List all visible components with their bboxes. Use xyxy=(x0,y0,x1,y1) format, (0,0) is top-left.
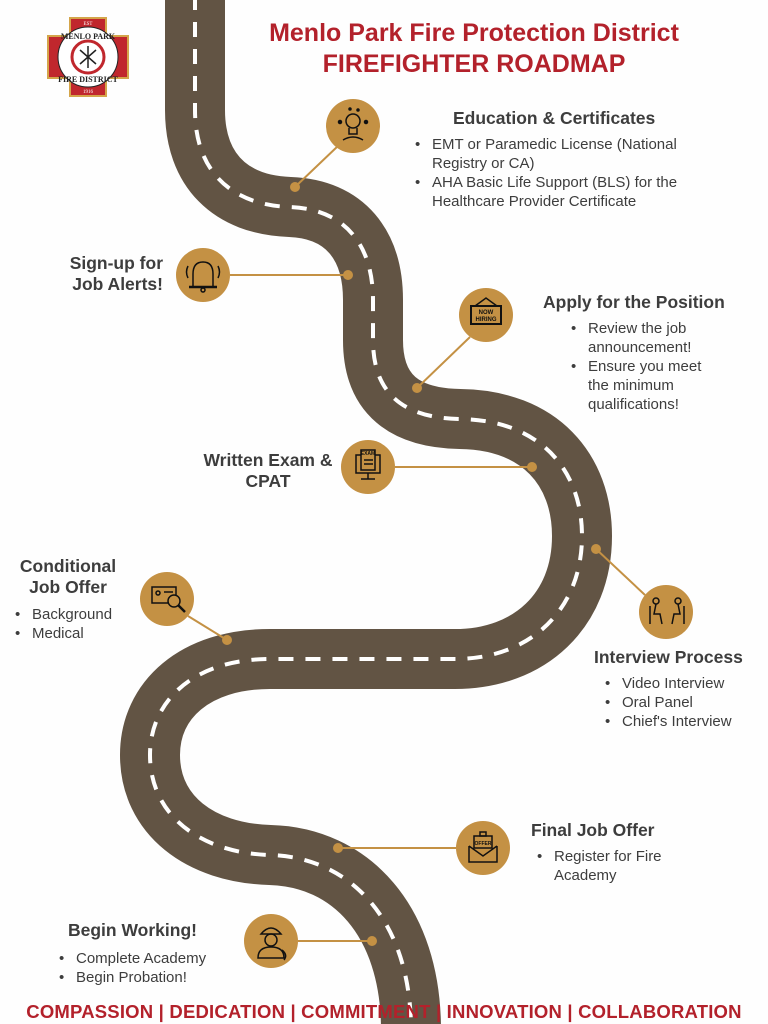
step-title: Education & Certificates xyxy=(453,108,656,128)
step-circle xyxy=(140,572,194,626)
connector-education xyxy=(294,144,340,188)
bullet: Complete Academy xyxy=(56,949,236,968)
step-title: Final Job Offer xyxy=(531,820,655,840)
bullet: Begin Probation! xyxy=(56,968,236,987)
step-title: Begin Working! xyxy=(68,920,197,940)
title-line-1: Menlo Park Fire Protection District xyxy=(269,19,679,47)
bullet: Oral Panel xyxy=(602,693,764,712)
step-conditional: Conditional Job Offer BackgroundMedical xyxy=(12,556,142,643)
connector-interview xyxy=(595,548,646,596)
core-values-footer: COMPASSION | DEDICATION | COMMITMENT | I… xyxy=(26,1001,742,1022)
step-circle xyxy=(326,99,380,153)
step-alerts-title: Sign-up for Job Alerts! xyxy=(69,253,163,294)
step-final-offer: Final Job Offer Register for Fire Academ… xyxy=(531,820,691,885)
exam-computer-icon xyxy=(355,449,381,480)
bullet: Chief's Interview xyxy=(602,712,764,731)
step-interview: Interview Process Video InterviewOral Pa… xyxy=(594,647,764,731)
bullet: AHA Basic Life Support (BLS) for the Hea… xyxy=(412,173,712,211)
bullet: Video Interview xyxy=(602,674,764,693)
title-line-2: FIREFIGHTER ROADMAP xyxy=(322,50,626,78)
bell-icon xyxy=(185,261,221,293)
page-title: Menlo Park Fire Protection District FIRE… xyxy=(254,18,694,80)
lightbulb-icon xyxy=(337,107,369,141)
step-circle xyxy=(639,585,693,639)
district-logo: MENLO PARK FIRE DISTRICT EST 1916 xyxy=(40,10,136,104)
step-circle xyxy=(176,248,230,302)
exam-text: EXAM xyxy=(361,451,375,457)
bullet: Background xyxy=(12,605,142,624)
offer-text: OFFER xyxy=(475,841,492,847)
connector-conditional xyxy=(187,615,228,641)
step-circle xyxy=(459,288,513,342)
svg-text:FIRE DISTRICT: FIRE DISTRICT xyxy=(58,75,118,84)
firefighter-icon xyxy=(257,927,287,961)
bullet: Register for Fire Academy xyxy=(534,847,664,885)
step-title: Apply for the Position xyxy=(543,292,725,312)
step-title: Interview Process xyxy=(594,647,743,667)
now-hiring-text: NOW xyxy=(479,310,494,316)
svg-text:1916: 1916 xyxy=(83,90,94,95)
step-title: Conditional Job Offer xyxy=(19,556,117,597)
now-hiring-sign-icon xyxy=(470,297,502,325)
step-apply: Apply for the Position Review the job an… xyxy=(543,292,725,414)
svg-text:MENLO PARK: MENLO PARK xyxy=(61,32,116,41)
connector-apply xyxy=(416,336,471,389)
interview-icon xyxy=(649,597,685,625)
bullet: EMT or Paramedic License (National Regis… xyxy=(412,135,712,173)
bullet: Review the job announcement! xyxy=(568,319,718,357)
step-education: Education & Certificates EMT or Paramedi… xyxy=(412,108,712,211)
step-exam-title: Written Exam & CPAT xyxy=(203,450,333,491)
svg-text:EST: EST xyxy=(84,22,93,27)
step-circle xyxy=(244,914,298,968)
bullet: Ensure you meet the minimum qualificatio… xyxy=(568,357,718,414)
background-check-icon xyxy=(151,586,186,613)
now-hiring-text: HIRING xyxy=(476,317,497,323)
bullet: Medical xyxy=(12,624,142,643)
offer-letter-icon xyxy=(468,831,498,863)
